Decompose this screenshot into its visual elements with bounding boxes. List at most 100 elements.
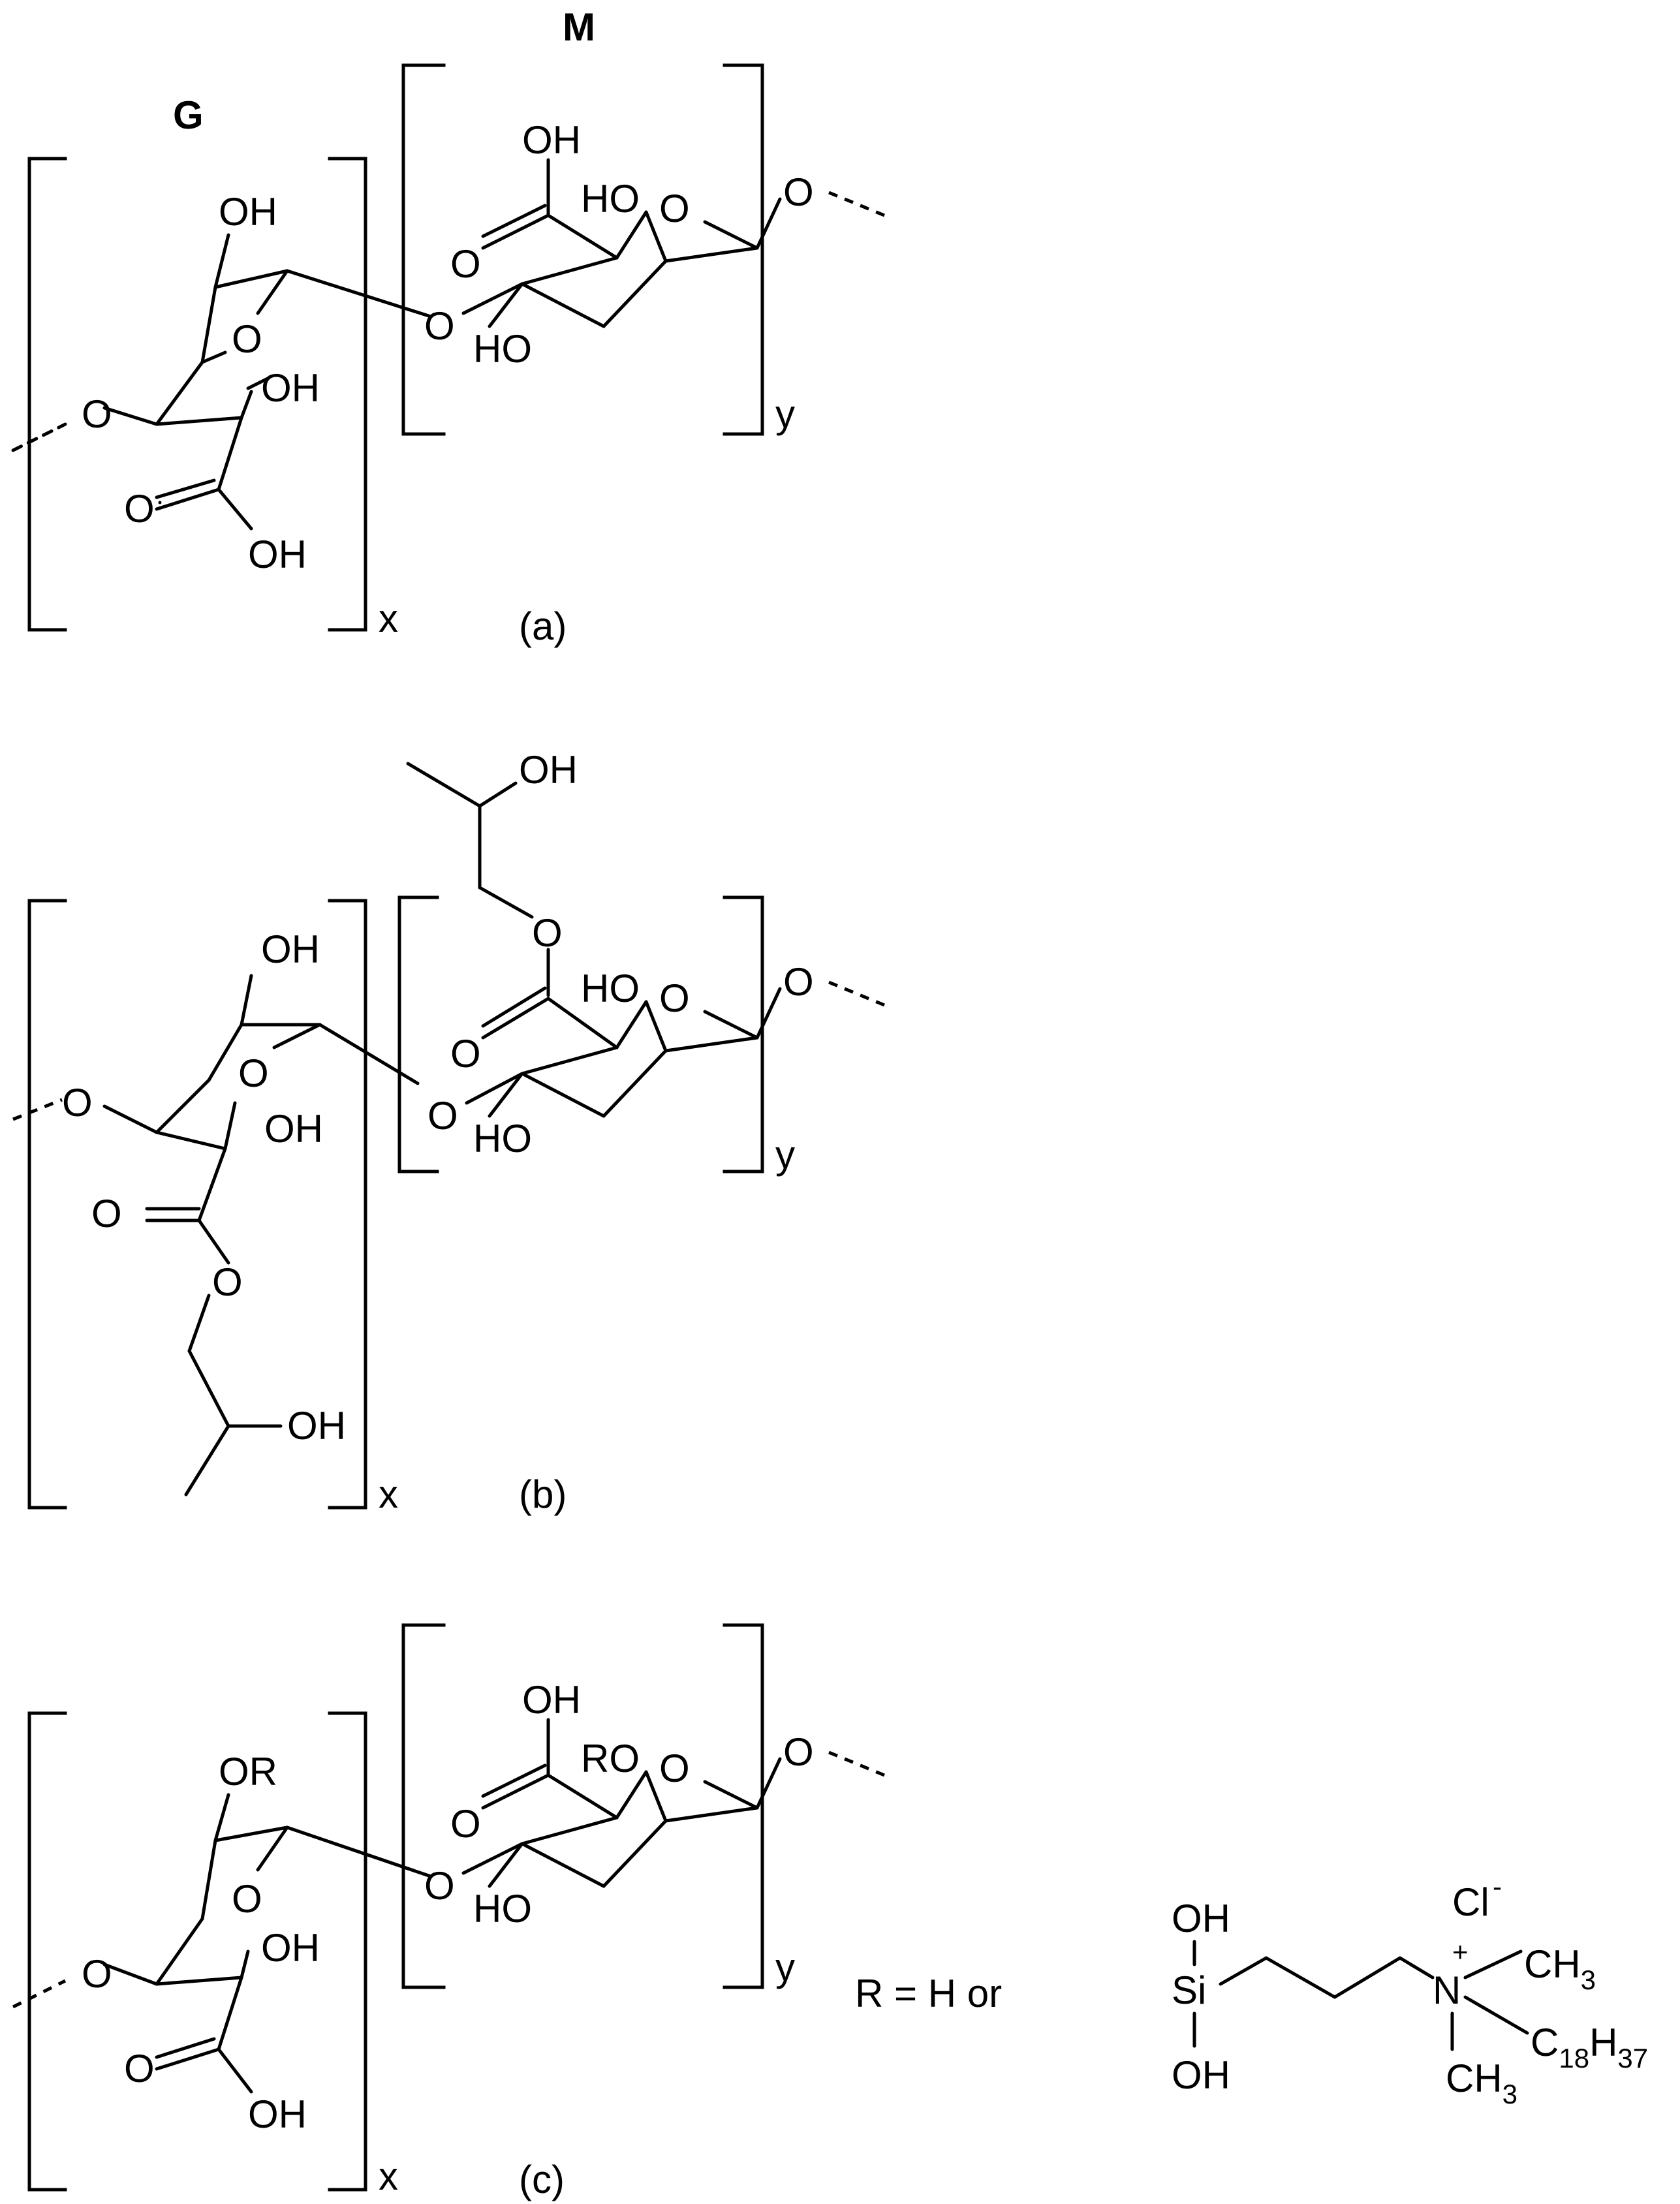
bond (755, 197, 782, 250)
ro-label: RO (581, 1737, 640, 1780)
bond (102, 1104, 159, 1134)
bond (217, 1976, 243, 2051)
ho-label: HO (581, 177, 640, 221)
bond (478, 886, 534, 919)
bond (197, 1147, 227, 1222)
dashed-link-left (12, 1098, 63, 1121)
bond (1333, 1956, 1402, 1999)
m-bracket-left (397, 895, 439, 1173)
methyl-top: CH3 (1524, 1942, 1596, 1995)
g-bracket-right (328, 899, 367, 1510)
bond (217, 416, 243, 491)
bond (644, 1000, 668, 1053)
bond (200, 1839, 217, 1921)
o-link-left: O (82, 392, 112, 436)
dashed-link-right (828, 1750, 885, 1777)
bond (755, 1757, 782, 1810)
negative-charge: - (1493, 1871, 1502, 1902)
bond (602, 1049, 668, 1118)
r-definition: R = H or (855, 1972, 1002, 2015)
carbonyl-o-m: O (450, 1032, 481, 1076)
bond (520, 1816, 619, 1846)
bond (272, 1023, 322, 1049)
bond (1219, 1956, 1268, 1986)
bond (481, 1763, 547, 1798)
carbonyl-o-m: O (450, 1802, 481, 1846)
structure-c: x y O OR O OH O OH O (12, 1623, 1648, 2201)
bond (488, 282, 524, 328)
acid-oh: OH (248, 2092, 307, 2136)
bond (155, 360, 204, 426)
bond (184, 1424, 230, 1497)
g-bracket-left (27, 157, 67, 632)
bond (213, 233, 230, 289)
bond (187, 1349, 230, 1428)
bond (155, 2047, 221, 2071)
ho-bottom: HO (473, 1117, 532, 1160)
bond (1463, 1949, 1523, 1979)
bond (155, 2037, 216, 2059)
m-bracket-left (401, 63, 446, 436)
caption-b: (b) (519, 1472, 567, 1516)
bond (213, 1825, 289, 1842)
dashed-link-left (11, 422, 67, 452)
ring-o: O (232, 317, 262, 361)
silane-oh-top: OH (1172, 1897, 1230, 1940)
bond (318, 1023, 420, 1085)
g-bracket-right (328, 157, 367, 632)
methyl-bottom: CH3 (1446, 2057, 1517, 2109)
oh-ring: OH (264, 1107, 323, 1151)
ring-o: O (232, 1877, 262, 1921)
bond (213, 269, 289, 289)
bond (664, 1806, 759, 1823)
repeat-y-label: y (775, 392, 795, 436)
bond (155, 488, 221, 511)
nitrogen-label: N (1433, 1968, 1461, 2012)
acid-oh-top: OH (522, 118, 581, 162)
structure-a: x G y M O OH O OH O OH O (11, 5, 885, 648)
bond (1398, 1956, 1435, 1979)
dashed-link-right (828, 980, 885, 1007)
bond (520, 1842, 606, 1888)
bond (102, 1963, 159, 1986)
bond (520, 282, 606, 328)
oh-chain-bottom: OH (287, 1404, 346, 1448)
bond (155, 478, 216, 499)
bond (102, 406, 159, 426)
bond (644, 210, 668, 263)
repeat-x-label: x (379, 2154, 398, 2198)
caption-a: (a) (519, 604, 567, 648)
o-link-right: O (783, 170, 814, 214)
bond (285, 1825, 433, 1878)
ho-bottom: HO (473, 1887, 532, 1931)
bond (197, 1218, 230, 1265)
ring-o: O (238, 1051, 269, 1095)
bond (481, 204, 547, 238)
g-bracket-right (328, 1711, 367, 2192)
structure-b: x y OH O O OH O OH O O (12, 748, 885, 1516)
bond (615, 1770, 648, 1820)
caption-c: (c) (519, 2158, 565, 2201)
bond (481, 986, 547, 1028)
bond (155, 1130, 227, 1151)
bond (1463, 1995, 1529, 2035)
repeat-y-label: y (775, 1133, 795, 1177)
bond (207, 1023, 243, 1082)
bond (488, 1072, 524, 1118)
bond (755, 987, 782, 1040)
block-g-label: G (173, 93, 204, 137)
m-bracket-right (723, 895, 764, 1173)
bond (217, 2047, 253, 2094)
bond (615, 210, 648, 260)
or-top: OR (219, 1750, 277, 1793)
carbonyl-o: O (124, 487, 155, 531)
glycosidic-o: O (424, 304, 455, 348)
acid-oh-top: OH (522, 1678, 581, 1722)
silicon-label: Si (1172, 1968, 1206, 2012)
oh-chain-top: OH (519, 748, 578, 792)
bond (546, 213, 619, 260)
o-link-right: O (783, 960, 814, 1004)
ho-label: HO (581, 967, 640, 1010)
repeat-x-label: x (379, 1472, 398, 1516)
